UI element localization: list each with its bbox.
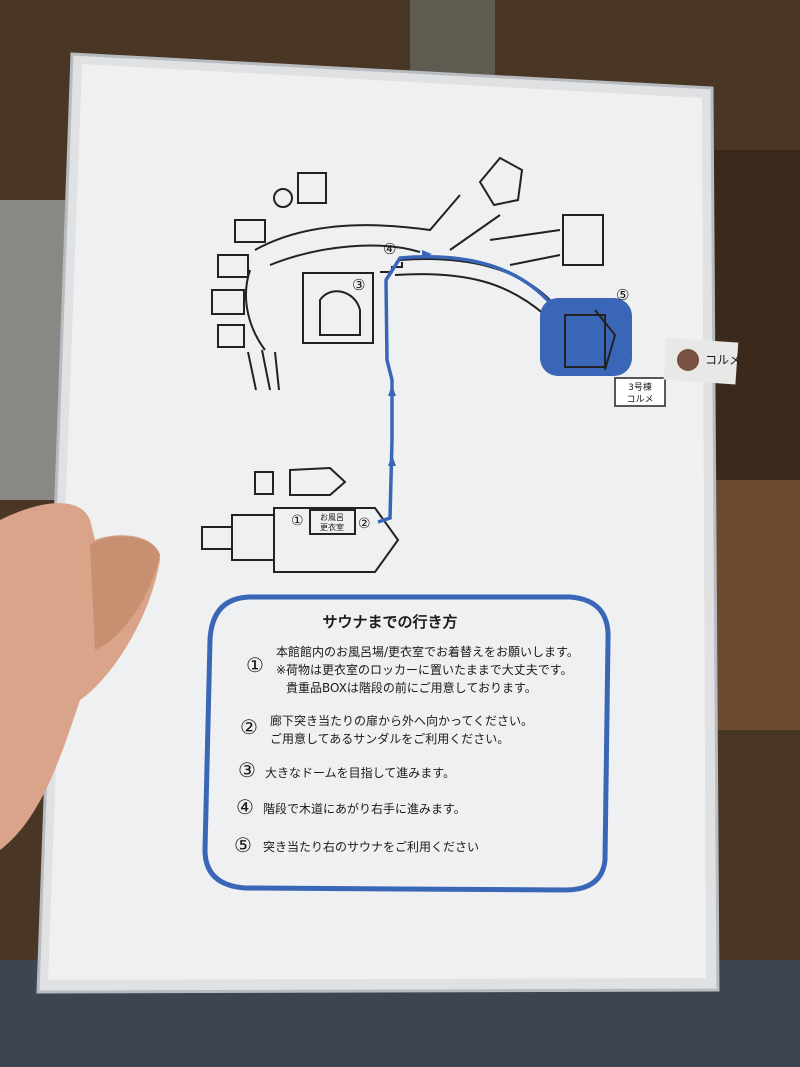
- path-line: [254, 194, 461, 251]
- step-text: 本館館内のお風呂場/更衣室でお着替えをお願いします。: [276, 644, 579, 659]
- glass: [410, 0, 495, 80]
- step-text: ご用意してあるサンダルをご利用ください。: [270, 731, 509, 746]
- instructions-panel: サウナまでの行き方 ① 本館館内のお風呂場/更衣室でお着替えをお願いします。 ※…: [202, 594, 611, 893]
- small-tower: [273, 188, 293, 208]
- route-arrow: [388, 385, 396, 396]
- step2-marker: ②: [358, 516, 371, 532]
- step-text: 貴重品BOXは階段の前にご用意しております。: [286, 680, 537, 695]
- step-text: 突き当たり右のサウナをご利用ください: [263, 839, 479, 854]
- small-building: [217, 254, 249, 278]
- tag-drawing: [677, 349, 699, 371]
- step-number: ①: [246, 653, 264, 677]
- step4-marker: ④: [383, 240, 396, 258]
- sauna-label-line1: 3号棟: [628, 381, 652, 393]
- small-building: [297, 172, 327, 204]
- bath-label-line2: 更衣室: [320, 522, 344, 532]
- sauna-label-box: [614, 377, 666, 407]
- step-text: 階段で木道にあがり右手に進みます。: [263, 801, 466, 816]
- sauna-roof: [594, 309, 617, 371]
- bath-label-line1: お風呂: [320, 513, 344, 522]
- step-text: 大きなドームを目指して進みます。: [265, 765, 455, 780]
- step3-marker: ③: [352, 276, 365, 294]
- main-building: [273, 507, 400, 573]
- instructions-border: [202, 594, 611, 893]
- route-arrow: [422, 250, 432, 258]
- step-number: ⑤: [234, 833, 252, 857]
- house: [562, 214, 604, 266]
- annex-building: [254, 471, 274, 495]
- step1-marker: ①: [291, 513, 304, 529]
- step-text: ※荷物は更衣室のロッカーに置いたままで大丈夫です。: [276, 662, 573, 677]
- step5-marker: ⑤: [616, 286, 629, 304]
- path-line: [244, 269, 266, 351]
- small-building: [234, 219, 266, 243]
- small-building: [217, 324, 245, 348]
- stairs-marker: [380, 262, 403, 273]
- path-line: [269, 244, 421, 266]
- sauna-highlight: [540, 298, 632, 376]
- bath-label-box: [309, 509, 356, 535]
- step-number: ③: [238, 758, 256, 782]
- sauna-label-line2: コルメ: [626, 395, 653, 405]
- step-number: ④: [236, 795, 254, 819]
- boardwalk-line: [394, 273, 546, 316]
- small-building: [211, 289, 245, 315]
- dome-shape: [319, 290, 361, 336]
- dome-building: [478, 156, 524, 207]
- branch-lines: [449, 214, 561, 266]
- big-dome: [302, 272, 374, 344]
- instructions-title: サウナまでの行き方: [322, 613, 457, 631]
- sauna-building: [564, 314, 606, 368]
- route-arrow: [388, 455, 396, 466]
- bandage: [90, 536, 160, 650]
- tag-text: コルメ: [705, 353, 741, 367]
- step-text: 廊下突き当たりの扉から外へ向かってください。: [270, 713, 533, 728]
- stairs: [247, 349, 280, 391]
- map: ③ ④ ⑤ 3号棟 コルメ コルメ お風呂 更衣室 ① ②: [201, 156, 741, 573]
- sticky-tag: [663, 337, 739, 385]
- wood-stump: [700, 150, 800, 480]
- step-number: ②: [240, 715, 258, 739]
- annex-arrow-building: [289, 466, 347, 496]
- route-line: [377, 255, 554, 524]
